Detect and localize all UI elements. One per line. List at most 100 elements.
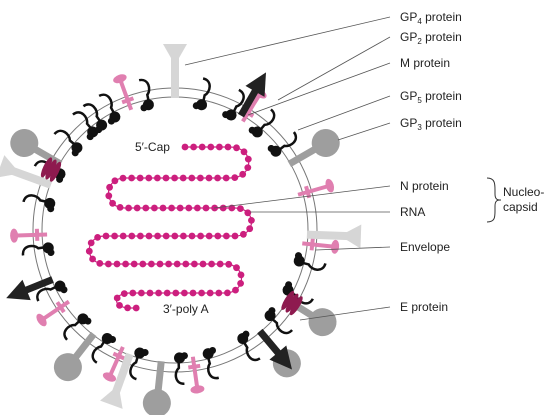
gp4-tshape-icon bbox=[0, 155, 53, 189]
m-protein-icon bbox=[237, 330, 261, 362]
m-protein-icon bbox=[138, 78, 154, 112]
rna-bead bbox=[148, 260, 155, 268]
rna-bead bbox=[124, 304, 131, 312]
rna-bead bbox=[224, 289, 231, 297]
m-protein-icon bbox=[222, 88, 245, 121]
gp5-stalk-icon bbox=[102, 346, 126, 382]
m-protein-icon bbox=[72, 111, 99, 141]
rna-bead bbox=[202, 204, 210, 212]
rna-bead bbox=[128, 174, 136, 182]
m-protein-icon bbox=[53, 129, 83, 157]
rna-bead bbox=[179, 174, 187, 182]
m-protein-icon bbox=[129, 347, 149, 381]
rna-bead bbox=[223, 232, 230, 240]
rna-bead bbox=[120, 290, 128, 297]
rna-bead bbox=[87, 239, 95, 247]
rna-bead bbox=[198, 289, 206, 297]
rna-bead bbox=[188, 232, 196, 240]
rna-bead bbox=[182, 260, 190, 268]
rna-bead bbox=[116, 302, 123, 309]
rna-bead bbox=[190, 143, 198, 151]
gp3-lollipop-icon bbox=[53, 331, 97, 382]
rna-bead bbox=[142, 204, 150, 212]
m-protein-icon bbox=[36, 280, 68, 302]
rna-bead bbox=[155, 289, 163, 297]
rna-bead bbox=[208, 260, 216, 268]
nucleocapsid-brace bbox=[486, 177, 502, 223]
three-prime-polya-label: 3′-poly A bbox=[163, 302, 209, 316]
leader-gp5 bbox=[297, 95, 391, 131]
gp5-stalk-icon bbox=[297, 178, 335, 199]
nucleocapsid-label-line2: capsid bbox=[503, 200, 538, 214]
rna-bead bbox=[119, 174, 127, 182]
m-protein-icon bbox=[63, 313, 92, 341]
rna-bead bbox=[96, 260, 104, 267]
rna-bead bbox=[173, 260, 181, 268]
m-protein-icon bbox=[22, 194, 56, 213]
leader-e bbox=[299, 306, 391, 321]
rna-bead bbox=[119, 232, 127, 240]
rna-bead bbox=[231, 232, 239, 240]
envelope-membrane bbox=[32, 87, 318, 373]
rna-bead bbox=[102, 232, 110, 240]
rna-bead bbox=[214, 174, 222, 182]
rna-bead bbox=[133, 204, 141, 212]
rna-bead bbox=[89, 255, 96, 263]
gp5-stalk-icon bbox=[36, 299, 71, 327]
m-protein-icon bbox=[91, 333, 117, 364]
rna-bead bbox=[237, 280, 245, 287]
rna-bead bbox=[233, 264, 240, 272]
rna-bead bbox=[197, 232, 205, 240]
gp5-stalk-icon bbox=[302, 238, 340, 254]
rna-bead bbox=[207, 143, 215, 151]
rna-bead bbox=[172, 289, 180, 297]
m-protein-icon bbox=[82, 103, 108, 134]
rna-bead bbox=[105, 192, 113, 200]
rna-bead bbox=[222, 174, 230, 182]
e-protein-icon bbox=[281, 290, 303, 316]
rna-bead bbox=[128, 232, 136, 240]
rna-bead bbox=[165, 260, 173, 268]
rna-bead bbox=[244, 164, 252, 172]
rna-bead bbox=[111, 177, 119, 185]
envelope-outer-line bbox=[32, 87, 318, 373]
rna-bead bbox=[176, 204, 184, 212]
rna-bead bbox=[85, 247, 93, 255]
rna-bead bbox=[168, 204, 176, 212]
rna-bead bbox=[205, 174, 213, 182]
rna-bead bbox=[205, 232, 213, 240]
rna-bead bbox=[162, 174, 170, 182]
rna-bead bbox=[239, 170, 247, 178]
leader-n bbox=[213, 185, 391, 209]
rna-bead bbox=[206, 289, 214, 297]
m-protein-icon bbox=[98, 93, 121, 125]
rna-strand bbox=[88, 146, 252, 309]
rna-bead bbox=[136, 174, 144, 182]
gp4-tshape-icon bbox=[163, 44, 187, 98]
rna-bead bbox=[139, 260, 147, 268]
rna-bead bbox=[240, 230, 247, 238]
rna-bead bbox=[106, 183, 113, 191]
rna-bead bbox=[232, 286, 239, 294]
rna-bead bbox=[130, 260, 138, 268]
m-protein-label: M protein bbox=[400, 56, 450, 70]
rna-bead bbox=[240, 148, 248, 156]
gp5-protein-label: GP5 protein bbox=[400, 89, 462, 105]
rna-genome bbox=[85, 143, 255, 312]
rna-bead bbox=[219, 204, 227, 212]
gp5-stalk-icon bbox=[10, 228, 48, 243]
rna-bead bbox=[113, 294, 121, 302]
leader-gp4 bbox=[184, 16, 391, 66]
rna-bead bbox=[129, 289, 137, 297]
rna-bead bbox=[122, 260, 129, 268]
rna-bead bbox=[154, 174, 161, 182]
rna-bead bbox=[246, 225, 254, 233]
e-protein-icon bbox=[40, 157, 62, 182]
rna-bead bbox=[146, 289, 154, 297]
m-protein-icon bbox=[248, 108, 276, 138]
rna-bead bbox=[181, 143, 189, 151]
rna-bead bbox=[188, 174, 196, 182]
gp3-lollipop-icon bbox=[287, 129, 340, 168]
rna-bead bbox=[105, 260, 112, 268]
